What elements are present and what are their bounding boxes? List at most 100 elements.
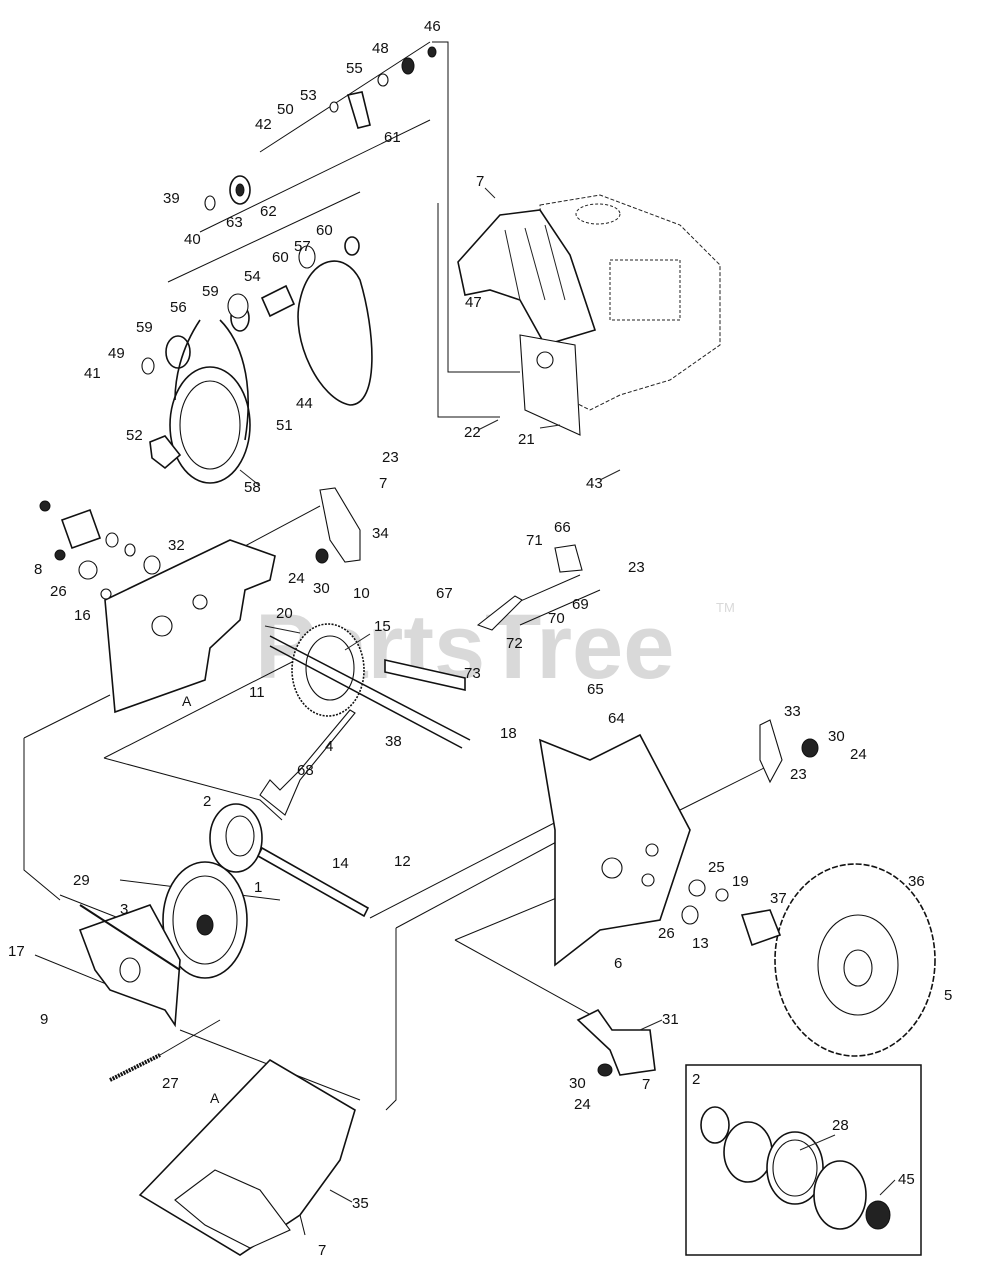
callout-56: 56	[170, 299, 187, 316]
callout-51: 51	[276, 417, 293, 434]
callout-13: 13	[692, 935, 709, 952]
callout-7-b: 7	[379, 475, 387, 492]
callout-24-b: 24	[850, 746, 867, 763]
callout-67: 67	[436, 585, 453, 602]
assembly-guide-lines	[23, 41, 781, 1111]
callout-64: 64	[608, 710, 625, 727]
callout-33: 33	[784, 703, 801, 720]
callout-9: 9	[40, 1011, 48, 1028]
callout-32: 32	[168, 537, 185, 554]
callout-44: 44	[296, 395, 313, 412]
callout-66: 66	[554, 519, 571, 536]
callout-18: 18	[500, 725, 517, 742]
callout-28: 28	[832, 1117, 849, 1134]
callout-2: 2	[203, 793, 211, 810]
callout-3: 3	[120, 901, 128, 918]
callout-61: 61	[384, 129, 401, 146]
callout-47: 47	[465, 294, 482, 311]
callout-73: 73	[464, 665, 481, 682]
callout-39: 39	[163, 190, 180, 207]
callout-17: 17	[8, 943, 25, 960]
leader-lines	[239, 187, 896, 1203]
section-ref-a-upper: A	[182, 693, 192, 709]
callout-12: 12	[394, 853, 411, 870]
bracket-33	[759, 719, 783, 784]
belt-cover	[457, 209, 597, 346]
callout-26-b: 26	[658, 925, 675, 942]
callout-70: 70	[548, 610, 565, 627]
callout-65: 65	[587, 681, 604, 698]
left-hardware	[39, 500, 161, 600]
callout-50: 50	[277, 101, 294, 118]
callout-46: 46	[424, 18, 441, 35]
callout-52: 52	[126, 427, 143, 444]
callout-63: 63	[226, 214, 243, 231]
callout-7-top: 7	[476, 173, 484, 190]
callout-41: 41	[84, 365, 101, 382]
engine-plate	[519, 334, 581, 436]
callout-54: 54	[244, 268, 261, 285]
callout-55: 55	[346, 60, 363, 77]
bracket-34	[319, 487, 361, 563]
hex-shaft	[384, 659, 466, 691]
callout-30-c: 30	[569, 1075, 586, 1092]
callout-53: 53	[300, 87, 317, 104]
callout-16: 16	[74, 607, 91, 624]
callout-69: 69	[572, 596, 589, 613]
callout-labels: 46 48 55 53 50 42 61 7 39 63 62 40 60 60…	[8, 18, 952, 1259]
callout-21: 21	[518, 431, 535, 448]
callout-7-c: 7	[642, 1076, 650, 1093]
callout-15: 15	[374, 618, 391, 635]
callout-62: 62	[260, 203, 277, 220]
callout-10: 10	[353, 585, 370, 602]
callout-48: 48	[372, 40, 389, 57]
callout-38: 38	[385, 733, 402, 750]
inset-label: 2	[692, 1071, 700, 1088]
shift-arm	[259, 709, 356, 816]
callout-42: 42	[255, 116, 272, 133]
callout-37: 37	[770, 890, 787, 907]
callout-30-a: 30	[313, 580, 330, 597]
callout-11: 11	[249, 684, 265, 701]
right-frame	[538, 733, 691, 967]
callout-40: 40	[184, 231, 201, 248]
callout-25: 25	[708, 859, 725, 876]
callout-34: 34	[372, 525, 389, 542]
callout-24-a: 24	[288, 570, 305, 587]
callout-26-a: 26	[50, 583, 67, 600]
inset-friction-wheel-exploded	[700, 1106, 891, 1230]
inset-box	[685, 1064, 922, 1256]
callout-22: 22	[464, 424, 481, 441]
callout-20: 20	[276, 605, 293, 622]
callout-5: 5	[944, 987, 952, 1004]
watermark-tm: TM	[716, 600, 735, 615]
callout-7-d: 7	[318, 1242, 326, 1259]
engine-outline	[539, 194, 721, 411]
callout-58: 58	[244, 479, 261, 496]
callout-60-b: 60	[272, 249, 289, 266]
callout-59-a: 59	[202, 283, 219, 300]
callout-49: 49	[108, 345, 125, 362]
callout-8: 8	[34, 561, 42, 578]
callout-23-b: 23	[628, 559, 645, 576]
callout-23-c: 23	[790, 766, 807, 783]
callout-23-a: 23	[382, 449, 399, 466]
callout-43: 43	[586, 475, 603, 492]
callout-27: 27	[162, 1075, 179, 1092]
callout-30-b: 30	[828, 728, 845, 745]
callout-14: 14	[332, 855, 349, 872]
callout-6: 6	[614, 955, 622, 972]
callout-59-b: 59	[136, 319, 153, 336]
bracket-31	[576, 1008, 656, 1076]
callout-45: 45	[898, 1171, 915, 1188]
callout-36: 36	[908, 873, 925, 890]
callout-60-a: 60	[316, 222, 333, 239]
bracket-72	[476, 595, 523, 631]
callout-24-c: 24	[574, 1096, 591, 1113]
callout-4: 4	[325, 738, 333, 755]
pulley-assembly	[141, 46, 437, 484]
callout-72: 72	[506, 635, 523, 652]
callout-68: 68	[297, 762, 314, 779]
callout-31: 31	[662, 1011, 679, 1028]
